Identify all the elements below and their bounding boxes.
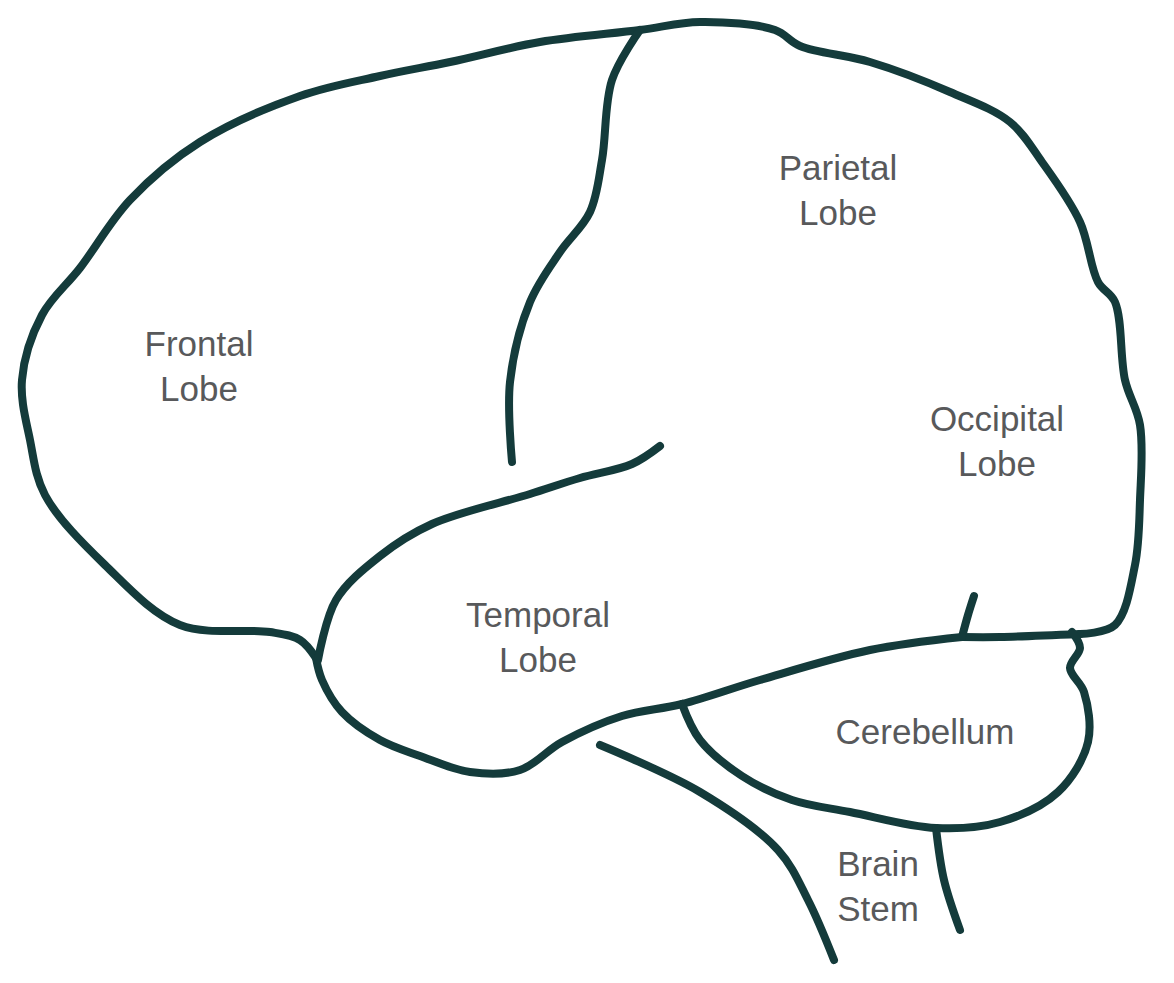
part-label: Temporal Lobe [466, 592, 610, 682]
part-label: Occipital Lobe [930, 396, 1064, 486]
part-label: Parietal Lobe [779, 145, 898, 235]
brain-contour [509, 30, 640, 462]
part-label: Brain Stem [837, 841, 919, 931]
brain-contour [962, 634, 1080, 637]
brain-contour [962, 596, 974, 637]
part-label: Cerebellum [836, 709, 1015, 754]
brain-contour [682, 632, 1090, 828]
brain-contour [600, 745, 834, 960]
brain-contour [22, 22, 1142, 658]
part-label: Frontal Lobe [145, 321, 254, 411]
brain-contour [316, 637, 962, 774]
brain-contour [936, 828, 960, 930]
